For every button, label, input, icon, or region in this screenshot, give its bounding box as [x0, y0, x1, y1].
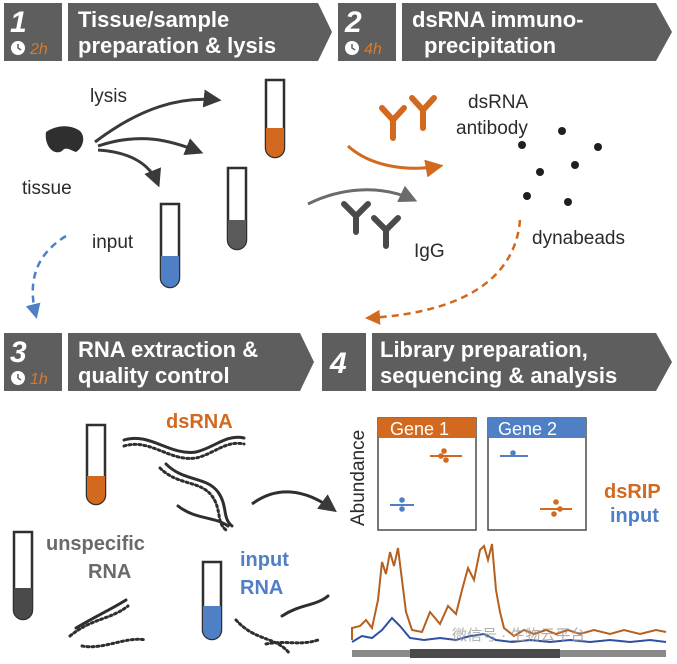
- antibody-label-line2: antibody: [456, 118, 528, 139]
- igg-label: IgG: [414, 241, 445, 262]
- gene-1-title: Gene 1: [390, 419, 449, 439]
- orange-tube: [264, 78, 286, 159]
- gene-1-plot: Gene 1: [377, 417, 477, 531]
- arrow-to-step-3: [25, 234, 67, 319]
- step-4-header: 4 Library preparation, sequencing & anal…: [322, 333, 672, 391]
- step-1-number: 1: [10, 6, 27, 39]
- step-4-title-line2: sequencing & analysis: [380, 363, 617, 388]
- dsrna-label: dsRNA: [166, 411, 233, 433]
- tissue-icon: [45, 126, 84, 153]
- step-3-duration: 1h: [30, 371, 48, 388]
- step-2-number: 2: [344, 6, 362, 39]
- dsrna-antibody-icon: [379, 95, 437, 141]
- step-2-duration: 4h: [364, 41, 382, 58]
- legend-input: input: [610, 505, 659, 527]
- panel-4: Abundance Gene 1 Gene 2: [348, 417, 667, 658]
- arrow-to-gray-tube: [97, 137, 204, 156]
- unspecific-strands-icon: [68, 598, 148, 649]
- unspecific-label-line2: RNA: [88, 561, 131, 583]
- panel-3: dsRNA unspecific RNA input RNA: [12, 411, 337, 656]
- watermark-text: 微信号 · 生物云平台: [452, 627, 585, 644]
- arrow-to-analysis: [251, 490, 337, 513]
- abundance-label: Abundance: [348, 430, 369, 526]
- clock-icon: [11, 41, 25, 55]
- tissue-label: tissue: [22, 178, 72, 199]
- gene-1-dsrip-marker: [430, 448, 462, 463]
- step-3-title-line1: RNA extraction &: [78, 337, 258, 362]
- legend-dsrip: dsRIP: [604, 481, 661, 503]
- arrow-to-step-4: [365, 219, 522, 325]
- lysis-label: lysis: [90, 86, 127, 107]
- unspecific-tube: [12, 530, 34, 621]
- igg-icon: [341, 201, 401, 249]
- step-3-header: 3 1h RNA extraction & quality control: [4, 333, 314, 391]
- antibody-label-line1: dsRNA: [468, 92, 529, 113]
- gene-1-input-marker: [390, 497, 414, 512]
- step-1-title-line1: Tissue/sample: [78, 7, 229, 32]
- step-1-header: 1 2h Tissue/sample preparation & lysis: [4, 3, 332, 61]
- input-strands-icon: [234, 594, 330, 656]
- dsrna-strands-icon: [122, 435, 246, 532]
- gene-2-title: Gene 2: [498, 419, 557, 439]
- step-3-title-line2: quality control: [78, 363, 230, 388]
- input-coverage-line: [351, 616, 667, 644]
- input-label: input: [92, 232, 134, 253]
- input-rna-tube: [201, 560, 223, 641]
- gene-model-exon: [410, 649, 560, 658]
- antibody-arrow: [346, 144, 444, 178]
- arrow-to-orange-tube: [94, 89, 222, 144]
- step-2-title-line2: precipitation: [424, 33, 556, 58]
- step-1-duration: 2h: [29, 41, 48, 58]
- clock-icon: [11, 371, 25, 385]
- panel-2: dsRNA antibody IgG dynabeads: [307, 92, 625, 325]
- step-2-header: 2 4h dsRNA immuno- precipitation: [338, 3, 672, 61]
- gene-2-plot: Gene 2: [487, 417, 587, 531]
- coverage-track: [351, 543, 667, 658]
- dynabeads-icon: [518, 127, 602, 206]
- step-3-number: 3: [10, 336, 27, 369]
- dsrip-coverage-line: [351, 543, 667, 640]
- clock-icon: [345, 41, 359, 55]
- step-1-title-line2: preparation & lysis: [78, 33, 276, 58]
- input-rna-label-line2: RNA: [240, 577, 283, 599]
- arrow-to-input-tube: [97, 148, 161, 188]
- input-tube: [159, 202, 181, 289]
- dynabeads-label: dynabeads: [532, 228, 625, 249]
- step-4-number: 4: [329, 347, 347, 380]
- gene-2-dsrip-marker: [540, 499, 572, 517]
- dsrna-tube: [85, 423, 107, 506]
- panel-1: lysis tissue input: [22, 78, 286, 319]
- input-rna-label-line1: input: [240, 549, 289, 571]
- gray-tube: [226, 166, 248, 251]
- gene-2-input-marker: [500, 450, 528, 457]
- step-4-title-line1: Library preparation,: [380, 337, 588, 362]
- unspecific-label-line1: unspecific: [46, 533, 145, 555]
- igg-arrow: [307, 185, 418, 206]
- step-2-title-line1: dsRNA immuno-: [412, 7, 584, 32]
